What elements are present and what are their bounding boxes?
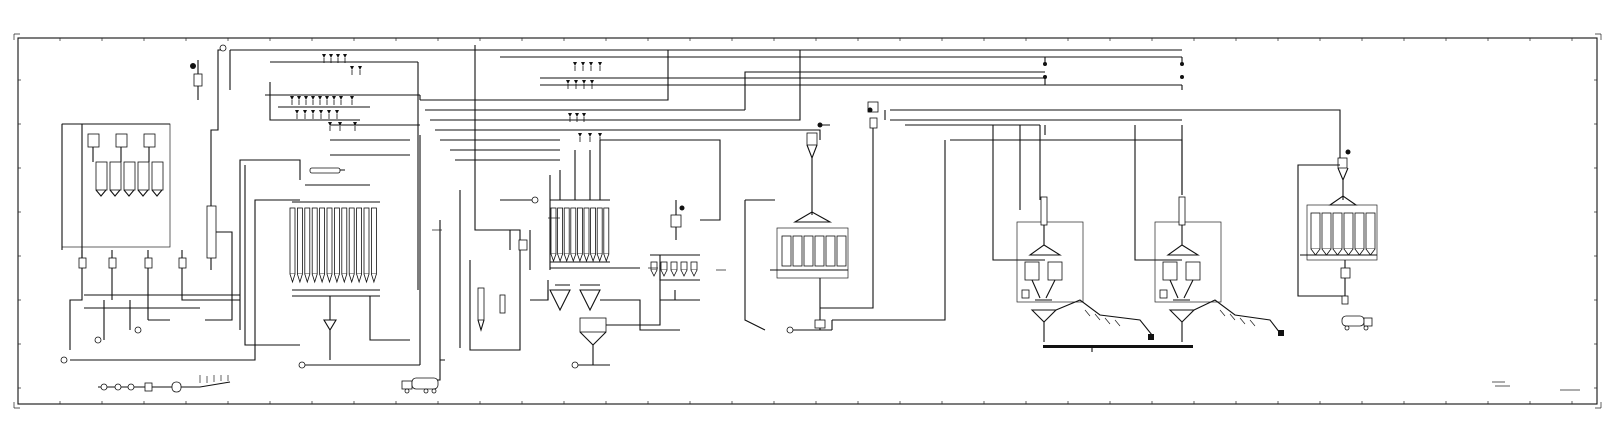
raw-silo-group-left <box>60 123 300 364</box>
hopper <box>660 261 668 271</box>
silo-5 <box>803 235 814 267</box>
top-manifolds <box>229 49 1182 290</box>
silo-tall <box>341 207 348 275</box>
hopper <box>670 261 678 271</box>
hopper <box>690 261 698 271</box>
pump-train-bottom-left <box>98 375 231 393</box>
silo-tall <box>304 207 311 275</box>
silo-row-left <box>95 161 164 191</box>
silo-mid <box>557 207 563 255</box>
silo-8 <box>1354 212 1365 250</box>
silo-mid <box>583 207 590 255</box>
silo-battery-right <box>1297 149 1378 305</box>
small-hopper-row <box>650 200 700 301</box>
process-unit-6 <box>1016 196 1154 342</box>
instrument-marks <box>432 217 1580 391</box>
filter-silo-group-5 <box>744 122 849 334</box>
pump-section-5 <box>786 326 794 334</box>
pump-left-1 <box>60 356 68 364</box>
silo-tall <box>356 207 363 275</box>
silo-tall <box>326 207 333 275</box>
frame-ticks <box>18 38 1597 404</box>
silo-5 <box>836 235 847 267</box>
silo-tall <box>319 207 326 275</box>
hopper <box>650 261 658 271</box>
silo-tall <box>296 207 303 275</box>
silo-5 <box>814 235 825 267</box>
tanker-truck-2 <box>1341 315 1373 331</box>
silo-tall <box>311 207 318 275</box>
filter-unit-2 <box>115 133 128 148</box>
silo-5 <box>792 235 803 267</box>
pump-battery-4 <box>571 361 579 369</box>
silo-mid <box>563 207 570 255</box>
bottom-collector-bar <box>1043 345 1193 352</box>
silo-tall <box>333 207 340 275</box>
tanker-truck-1 <box>401 377 439 394</box>
silo-tall <box>370 207 377 275</box>
filter-unit-870 <box>820 101 886 309</box>
process-unit-7 <box>1154 196 1284 342</box>
pump-left-2 <box>94 336 102 344</box>
silo-mid <box>590 207 596 255</box>
silo-8 <box>1310 212 1321 250</box>
silo-mid <box>570 207 577 255</box>
silo-battery-4 <box>547 140 680 369</box>
silo-5 <box>781 235 792 267</box>
silo-mid <box>577 207 583 255</box>
silo-8 <box>1343 212 1354 250</box>
middle-process-unit <box>435 45 549 381</box>
silo-mid <box>596 207 603 255</box>
silo-tall <box>348 207 355 275</box>
silo-tall <box>289 207 296 275</box>
silo-8 <box>1365 212 1376 250</box>
feeder-row-left <box>78 257 187 269</box>
filter-unit-3 <box>143 133 156 148</box>
distribution-pipes <box>420 50 1341 321</box>
silo-8 <box>1332 212 1343 250</box>
silo-8 <box>1321 212 1332 250</box>
silo-tall <box>363 207 370 275</box>
silo-battery-2 <box>239 135 421 369</box>
silo-5 <box>825 235 836 267</box>
pump-battery-2 <box>298 361 306 369</box>
silo-mid <box>550 207 557 255</box>
hopper <box>680 261 688 271</box>
valve-top-left <box>219 44 227 52</box>
column-left <box>190 44 233 321</box>
pump-left-3 <box>134 326 142 334</box>
silo-mid <box>603 207 610 255</box>
filter-unit-1 <box>87 133 100 148</box>
drawing-frame <box>13 33 1602 409</box>
